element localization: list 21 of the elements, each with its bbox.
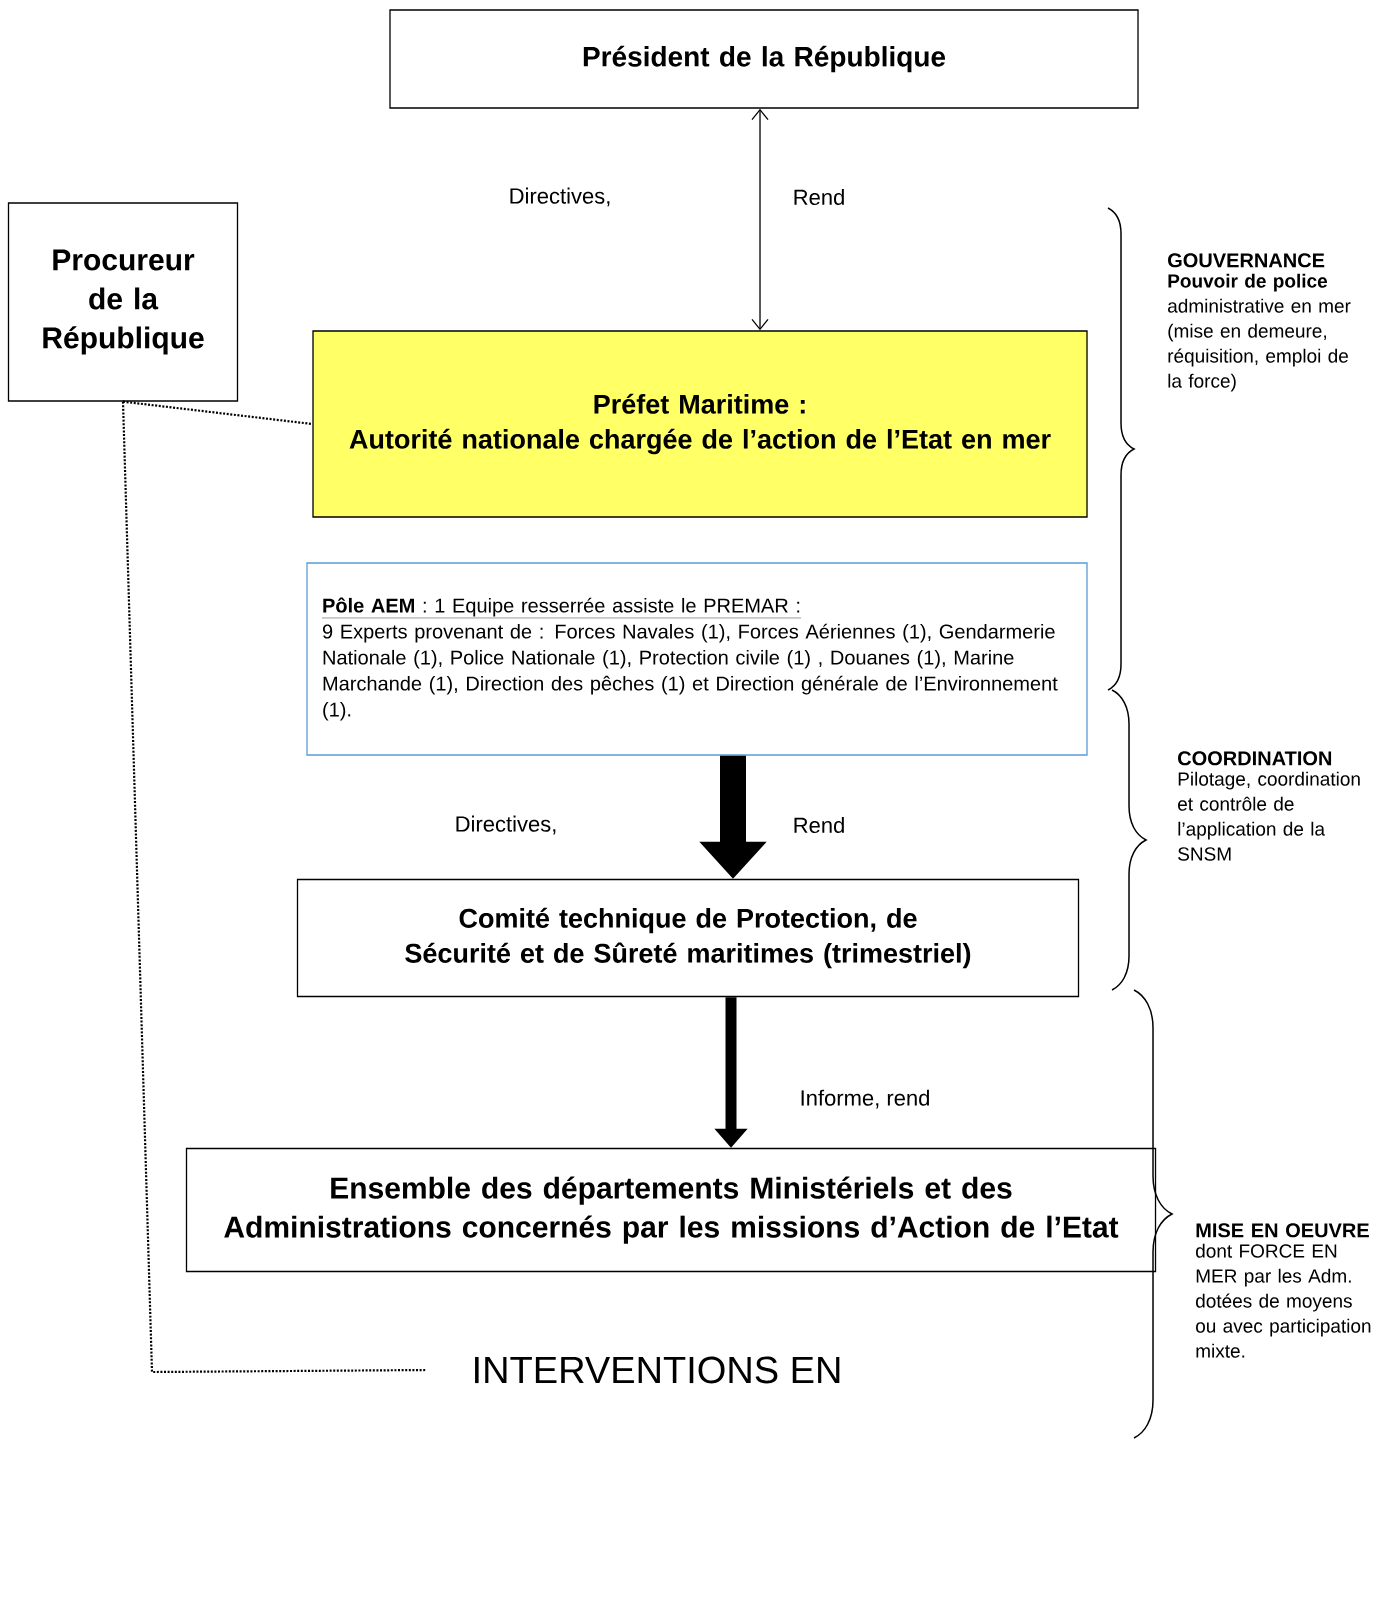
dotted-connector <box>122 400 313 426</box>
side-heading: COORDINATION <box>1178 751 1332 766</box>
side-note: Pouvoir de police administrative en mer (mise en demeure, réquisition, emploi de la force) <box>1168 273 1351 392</box>
dotted-connector <box>121 401 426 1374</box>
arrow-label: Directives, <box>456 815 556 835</box>
prosecutor-box: Procureur de la République <box>7 202 239 402</box>
administrations-box: Ensemble des départements Ministériels et des Administrations concernés par les missions d’Action de l’Etat <box>185 1147 1157 1273</box>
arrow-label: Rend <box>794 816 844 834</box>
double-arrow <box>751 108 769 331</box>
title-box: Président de la République <box>389 9 1139 109</box>
side-heading: GOUVERNANCE <box>1168 253 1325 268</box>
side-note: dont FORCE EN MER par les Adm. dotées de moyens ou avec participation mixte. <box>1196 1243 1371 1358</box>
interventions-text: INTERVENTIONS EN <box>475 1356 840 1384</box>
side-note: Pilotage, coordination et contrôle de l’application de la SNSM <box>1178 771 1360 861</box>
arrow-label: Directives, <box>510 187 610 207</box>
side-heading: MISE EN OEUVRE <box>1196 1223 1369 1238</box>
arrow-label: Informe, rend <box>801 1089 929 1109</box>
authority-box: Préfet Maritime : Autorité nationale chargée de l’action de l’Etat en mer <box>312 330 1088 518</box>
committee-box: Comité technique de Protection, de Sécurité et de Sûreté maritimes (trimestriel) <box>296 878 1080 998</box>
team-box: Pôle AEM : 1 Equipe resserrée assiste le PREMAR : 9 Experts provenant de : Forces Navales (1), Forces Aériennes (1), Gendarmerie Nationale (1), Police Nationale (1), Protection civile (1) , Douanes (1), Marine Marchande (1), Direction des pêches (1) et Direction générale de l’Environnement (1). <box>306 562 1088 756</box>
arrow-label: Rend <box>794 188 844 206</box>
